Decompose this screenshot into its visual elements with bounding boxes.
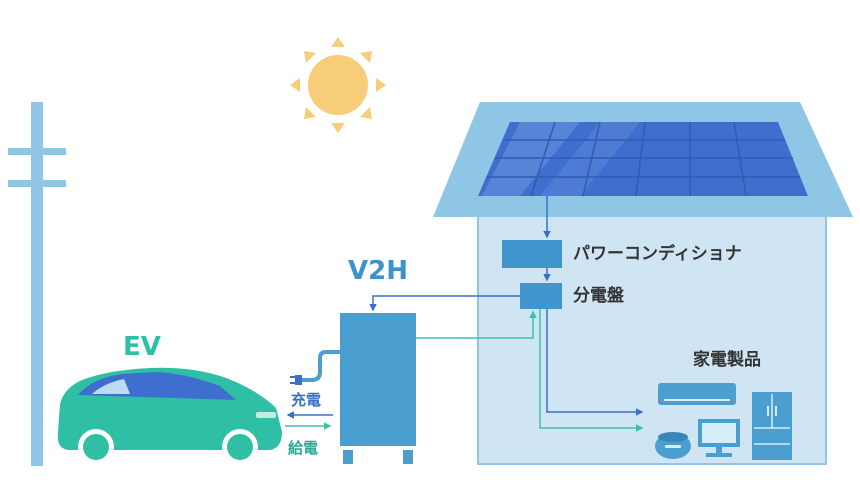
charging-label: 充電: [291, 391, 322, 409]
discharging-label: 給電: [288, 439, 319, 457]
sun-icon: [290, 37, 386, 133]
charging-cable: [300, 350, 340, 382]
distribution-board-unit: [520, 283, 562, 309]
utility-pole: [8, 102, 66, 466]
appliances-label: 家電製品: [693, 350, 761, 370]
solar-panel: [478, 121, 808, 197]
refrigerator-icon: [752, 392, 792, 460]
power-conditioner-unit: [502, 240, 562, 268]
rice-cooker-icon: [655, 432, 691, 459]
grid-to-v2h-line: [369, 295, 520, 312]
v2h-to-board-line: [416, 310, 537, 339]
v2h-label: V2H: [348, 256, 408, 286]
ev-label: EV: [123, 332, 161, 362]
power-conditioner-label: パワーコンディショナ: [573, 244, 742, 264]
ev-car: [57, 367, 282, 465]
board-to-appliances-charge-line: [546, 309, 644, 416]
television-icon: [698, 419, 740, 457]
board-to-appliances-supply-line: [539, 309, 644, 432]
air-conditioner-icon: [658, 383, 736, 405]
plug-icon: [290, 375, 302, 385]
distribution-board-label: 分電盤: [573, 286, 624, 306]
v2h-unit: [340, 313, 416, 464]
